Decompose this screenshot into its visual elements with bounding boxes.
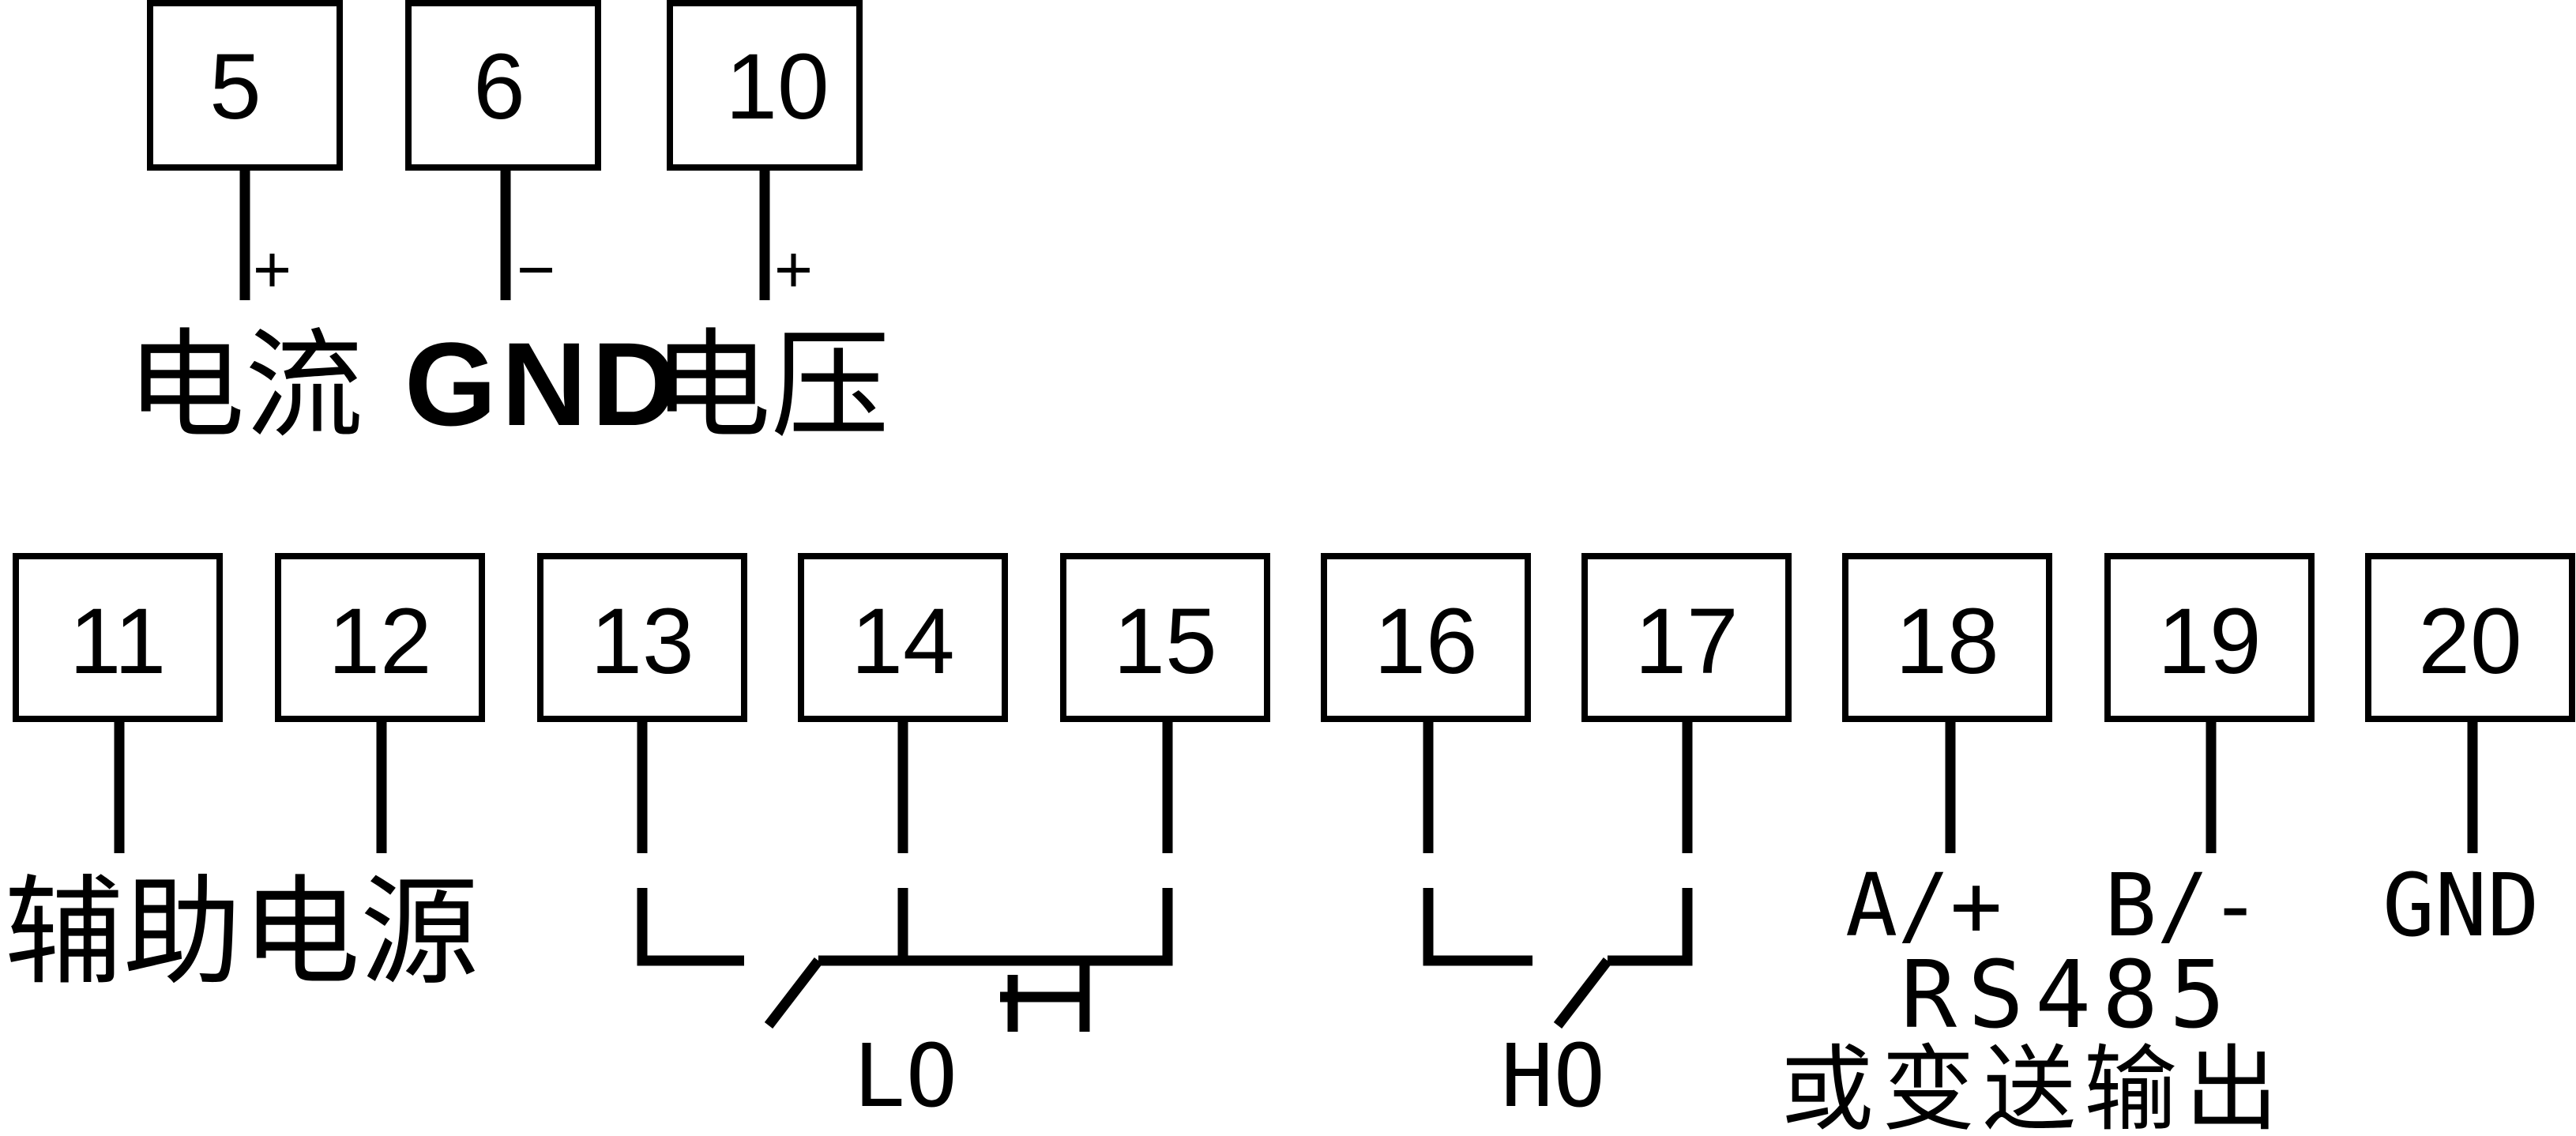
terminal-10: 10 + bbox=[667, 0, 863, 307]
terminal-14-number: 14 bbox=[851, 589, 954, 694]
label-or-transmit-output: 或变送输出 bbox=[1781, 1035, 2286, 1136]
terminal-17: 17 bbox=[1581, 553, 1792, 853]
terminal-5: 5 + bbox=[147, 0, 343, 307]
terminal-11: 11 bbox=[13, 553, 223, 853]
terminal-6-sign: − bbox=[517, 232, 555, 307]
label-b-minus: B/- bbox=[2104, 855, 2262, 956]
label-rs485: RS485 bbox=[1901, 940, 2236, 1049]
terminal-15: 15 bbox=[1060, 553, 1270, 853]
ho-relay-contact bbox=[1423, 888, 1693, 1029]
terminal-11-number: 11 bbox=[70, 589, 167, 694]
terminal-16-number: 16 bbox=[1374, 589, 1477, 694]
terminal-16: 16 bbox=[1321, 553, 1531, 853]
label-lo: LO bbox=[853, 1025, 957, 1127]
label-aux-power: 辅助电源 bbox=[5, 864, 479, 1002]
lo-contact-blade bbox=[764, 957, 823, 1029]
terminal-6: 6 − bbox=[405, 0, 601, 307]
label-top-gnd: GND bbox=[404, 318, 682, 450]
label-voltage: 电压 bbox=[652, 318, 889, 455]
terminal-6-number: 6 bbox=[473, 35, 525, 139]
terminal-20-number: 20 bbox=[2418, 589, 2521, 694]
terminal-18: 18 bbox=[1842, 553, 2052, 853]
terminal-10-sign: + bbox=[774, 232, 813, 307]
lo-relay-contact bbox=[637, 888, 1173, 1032]
ho-contact-left-arm bbox=[1423, 888, 1532, 966]
terminal-5-number: 5 bbox=[209, 35, 261, 139]
lo-contact-right-arm bbox=[1085, 888, 1173, 966]
terminal-20: 20 bbox=[2365, 553, 2575, 853]
terminal-19: 19 bbox=[2104, 553, 2315, 853]
ho-contact-right-arm bbox=[1608, 888, 1693, 966]
terminal-13-number: 13 bbox=[590, 589, 694, 694]
ho-contact-blade bbox=[1553, 957, 1612, 1029]
label-current: 电流 bbox=[126, 318, 363, 455]
terminal-17-number: 17 bbox=[1634, 589, 1738, 694]
terminal-12: 12 bbox=[275, 553, 485, 853]
terminal-19-number: 19 bbox=[2157, 589, 2261, 694]
terminal-13: 13 bbox=[537, 553, 747, 853]
terminal-18-number: 18 bbox=[1895, 589, 1999, 694]
label-ho: HO bbox=[1501, 1025, 1605, 1127]
label-bottom-gnd: GND bbox=[2382, 855, 2540, 956]
terminal-10-number: 10 bbox=[725, 35, 829, 139]
terminal-12-number: 12 bbox=[328, 589, 431, 694]
terminal-15-number: 15 bbox=[1113, 589, 1217, 694]
label-a-plus: A/+ bbox=[1845, 855, 2003, 956]
terminal-5-sign: + bbox=[253, 232, 291, 307]
terminal-14: 14 bbox=[798, 553, 1008, 853]
lo-contact-left-arm bbox=[637, 888, 744, 966]
